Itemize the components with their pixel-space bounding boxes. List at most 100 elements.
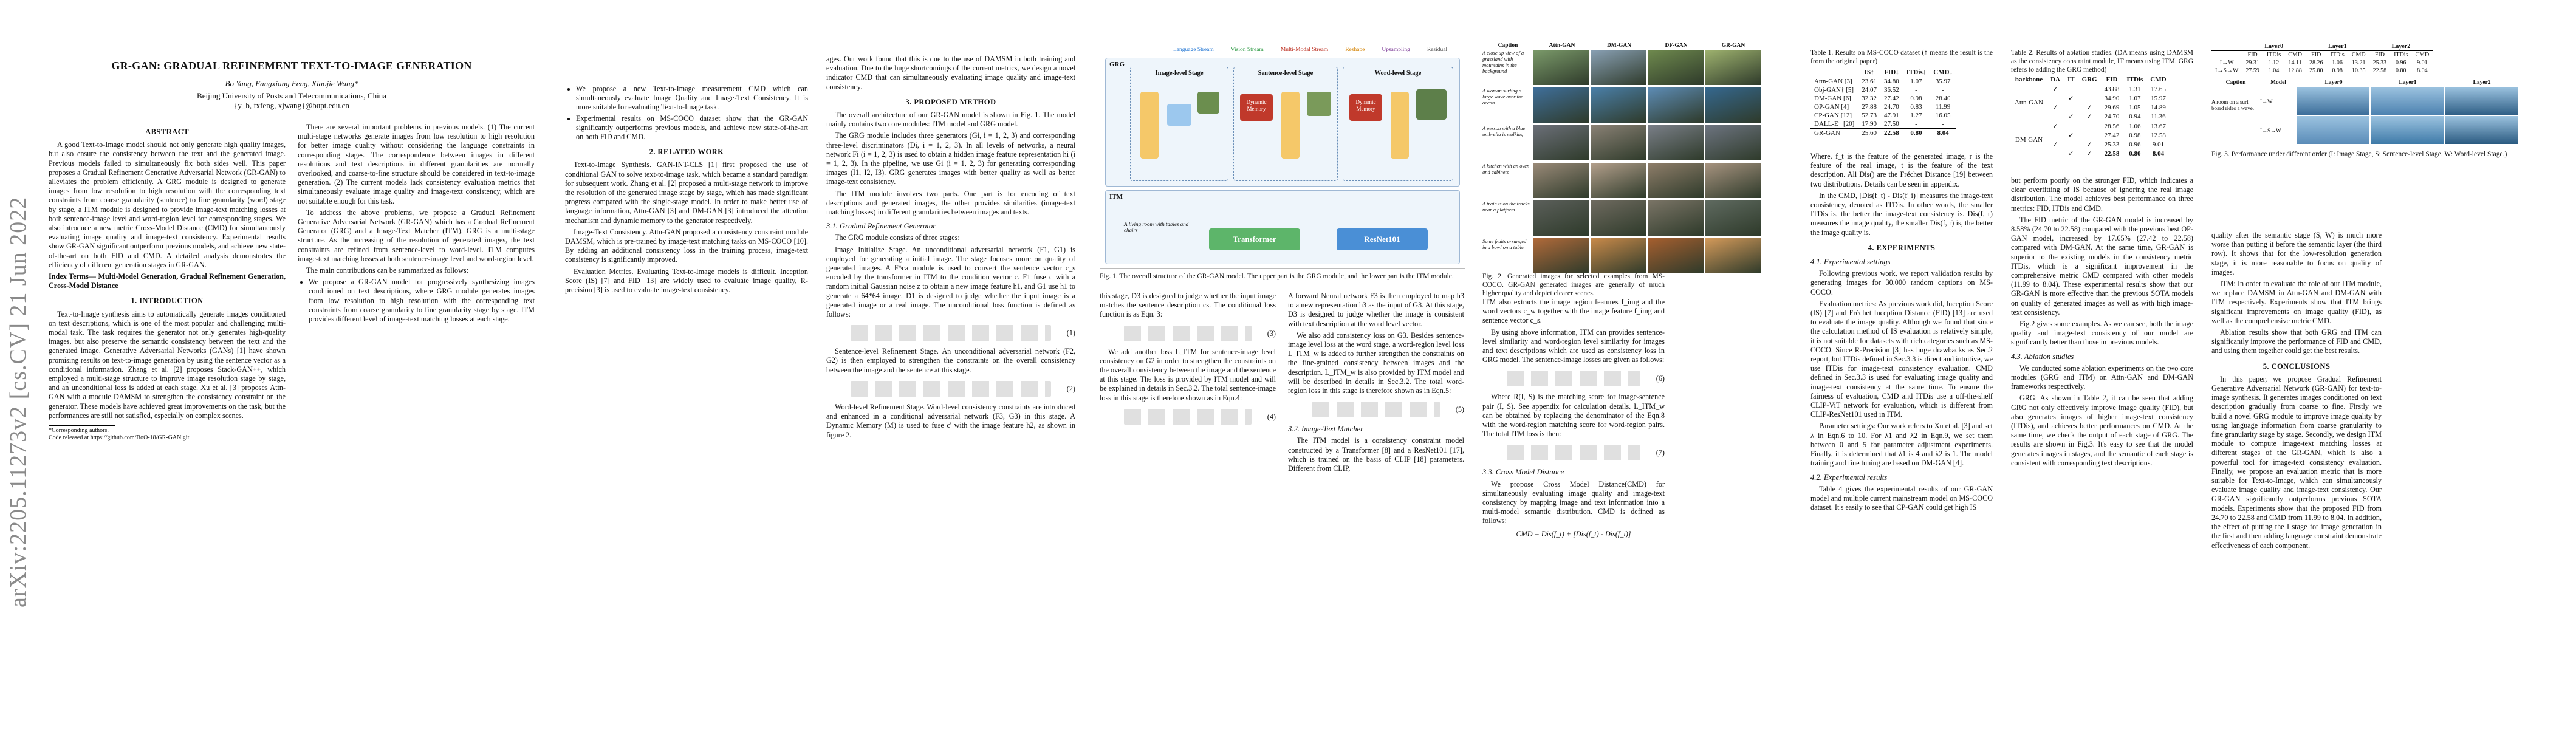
related-paragraph-1: Text-to-Image Synthesis. GAN-INT-CLS [1]… <box>565 160 808 225</box>
exp-settings-heading: 4.1. Experimental settings <box>1810 258 1891 267</box>
table-cell: 8.04 <box>1930 128 1956 137</box>
affiliation: Beijing University of Posts and Telecomm… <box>197 91 386 100</box>
fig2-generated-image <box>1648 238 1704 273</box>
col4-paragraph-2: A forward Neural network F3 is then empl… <box>1288 292 1464 328</box>
fig2-row: A person with a blue umbrella is walking <box>1482 125 1762 162</box>
fig2-header: GR-GAN <box>1721 43 1745 49</box>
column-3: We propose a new Text-to-Image measureme… <box>565 55 808 297</box>
paper-title: GR-GAN: GRADUAL REFINEMENT TEXT-TO-IMAGE… <box>111 60 472 72</box>
table-cell <box>2078 131 2101 140</box>
fig2-row: Some fruits arranged in a bowl on a tabl… <box>1482 238 1762 275</box>
legend-item: Upsampling <box>1382 47 1410 53</box>
equation-3: (3) <box>1100 323 1276 344</box>
col4-paragraph-1: this stage, D3 is designed to judge whet… <box>1100 292 1276 319</box>
col7-paragraph-2: The FID metric of the GR-GAN model is in… <box>2011 215 2193 317</box>
column-4: ages. Our work found that this is due to… <box>826 55 1075 442</box>
table-cell: ✓ <box>2052 86 2058 93</box>
fig3-model-label: I→W <box>2260 98 2273 104</box>
fig2-generated-image <box>1648 87 1704 123</box>
fig3-caption-text: A room on a surf board rides a wave. <box>2211 99 2254 111</box>
fig3-image-row: A room on a surf board rides a wave. I→W… <box>2211 87 2552 145</box>
table-cell: 24.70 <box>1884 103 1899 111</box>
table-2-header: ITDis <box>2123 75 2147 84</box>
fig3-row-label: I→S→W <box>2215 67 2239 74</box>
fig2-header: Caption <box>1498 43 1518 49</box>
fig3-layer-header: Layer1 <box>2305 43 2369 51</box>
fig2-generated-image <box>1533 87 1589 123</box>
fig3-image-header: Layer1 <box>2399 80 2417 86</box>
fig2-generated-image <box>1591 163 1646 198</box>
section-2-tail: ages. Our work found that this is due to… <box>826 55 1075 91</box>
col8-paragraph-1: quality after the semantic stage (S, W) … <box>2211 231 2382 276</box>
fig2-row: A woman surfing a large wave over the oc… <box>1482 87 1762 124</box>
table-cell: ✓ <box>2086 113 2092 120</box>
table-cell: 29.69 <box>2104 103 2120 111</box>
table-cell <box>2078 84 2101 94</box>
grg-panel: GRG Image-level Stage Sentence-level Sta… <box>1105 58 1460 187</box>
cmd-paragraph-3: In the CMD, [Dis(f_t) - Dis(f_i)] measur… <box>1810 191 1993 237</box>
conclusion-paragraph: In this paper, we propose Gradual Refine… <box>2211 374 2382 550</box>
equation-1: (1) <box>826 323 1075 343</box>
table-cell: 0.80 <box>2129 149 2141 157</box>
fig3-cell: 8.04 <box>2417 67 2428 74</box>
table-cell: 27.42 <box>1884 95 1899 102</box>
fig2-generated-image <box>1648 50 1704 85</box>
table-cell: 9.01 <box>2152 140 2165 148</box>
table-cell: Attn-GAN [3] <box>1814 78 1852 85</box>
method-paragraph-1: The overall architecture of our GR-GAN m… <box>826 111 1075 129</box>
col8-paragraph-3: Ablation results show that both GRG and … <box>2211 328 2382 355</box>
arxiv-stamp: arXiv:2205.11273v2 [cs.CV] 21 Jun 2022 <box>5 122 32 608</box>
stage-2-label: Sentence-level Stage <box>1258 70 1314 77</box>
stage-3-box: Word-level Stage Dynamic Memory <box>1343 67 1453 181</box>
param-paragraph: Parameter settings: Our work refers to X… <box>1810 422 1993 468</box>
col8-paragraph-2: ITM: In order to evaluate the role of ou… <box>2211 279 2382 325</box>
grg-stage-1: Image Initialize Stage. An unconditional… <box>826 245 1075 319</box>
fig3-cell: 0.96 <box>2396 60 2406 66</box>
table-cell: GR-GAN <box>1810 128 1858 137</box>
table-1-header <box>1810 68 1858 77</box>
abstract-text: A good Text-to-Image model should not on… <box>49 140 286 269</box>
cmd-formula: CMD = Dis(f_t) + [Dis(f_t) - Dis(f_i)] <box>1516 529 1631 538</box>
fig3-image-header: Caption <box>2225 80 2246 86</box>
table-cell <box>2047 131 2064 140</box>
contribution-item: We propose a new Text-to-Image measureme… <box>576 84 808 112</box>
table-cell <box>2064 84 2078 94</box>
fig3-cell: 29.31 <box>2245 60 2259 66</box>
table-cell: - <box>1915 120 1917 128</box>
fig2-row: A train is on the tracks near a platform <box>1482 200 1762 237</box>
page-3: Language Stream Vision Stream Multi-Moda… <box>1088 0 1774 729</box>
table-cell: 24.07 <box>1862 86 1877 94</box>
col4-paragraph-3: We add another loss L_ITM for sentence-i… <box>1100 347 1276 402</box>
fig3-cell: 1.06 <box>2332 60 2343 66</box>
fig3-metric-header: ITDis <box>2330 52 2345 58</box>
table-cell: 47.91 <box>1884 112 1899 119</box>
fig3-metric-header: FID <box>2374 52 2385 58</box>
fig3-metric-header: FID <box>2311 52 2321 58</box>
cmd-paragraph-2: Where, f_t is the feature of the generat… <box>1810 152 1993 188</box>
fig3-cell: 0.80 <box>2396 67 2406 74</box>
fig3-image-grid <box>2297 87 2518 145</box>
table-group-label: Attn-GAN <box>2015 99 2044 106</box>
figure-2-caption: Fig. 2. Generated images for selected ex… <box>1482 273 1665 297</box>
fig2-generated-image <box>1533 125 1589 160</box>
table-cell: ✓ <box>2068 150 2074 157</box>
fig2-header-row: Caption Attn-GAN DM-GAN DF-GAN GR-GAN <box>1482 43 1762 49</box>
table-cell: 1.27 <box>1910 112 1922 119</box>
table-cell: 22.58 <box>1880 128 1903 137</box>
table-cell: 1.06 <box>2123 121 2147 131</box>
exp-heading: 4. EXPERIMENTS <box>1868 243 1936 252</box>
fig2-generated-image <box>1591 200 1646 236</box>
intro-paragraph: Text-to-Image synthesis aims to automati… <box>49 309 286 420</box>
fig2-generated-image <box>1705 238 1761 273</box>
fig2-header: DF-GAN <box>1665 43 1688 49</box>
legend-item: Reshape <box>1345 47 1365 53</box>
table-cell <box>2063 121 2078 131</box>
cmd-paragraph: We propose Cross Model Distance(CMD) for… <box>1482 479 1665 525</box>
column-7: ITM also extracts the image region featu… <box>1482 298 1665 542</box>
fig2-caption-text: A kitchen with an oven and cabinets <box>1482 163 1530 175</box>
table-cell: 8.04 <box>2152 149 2165 157</box>
